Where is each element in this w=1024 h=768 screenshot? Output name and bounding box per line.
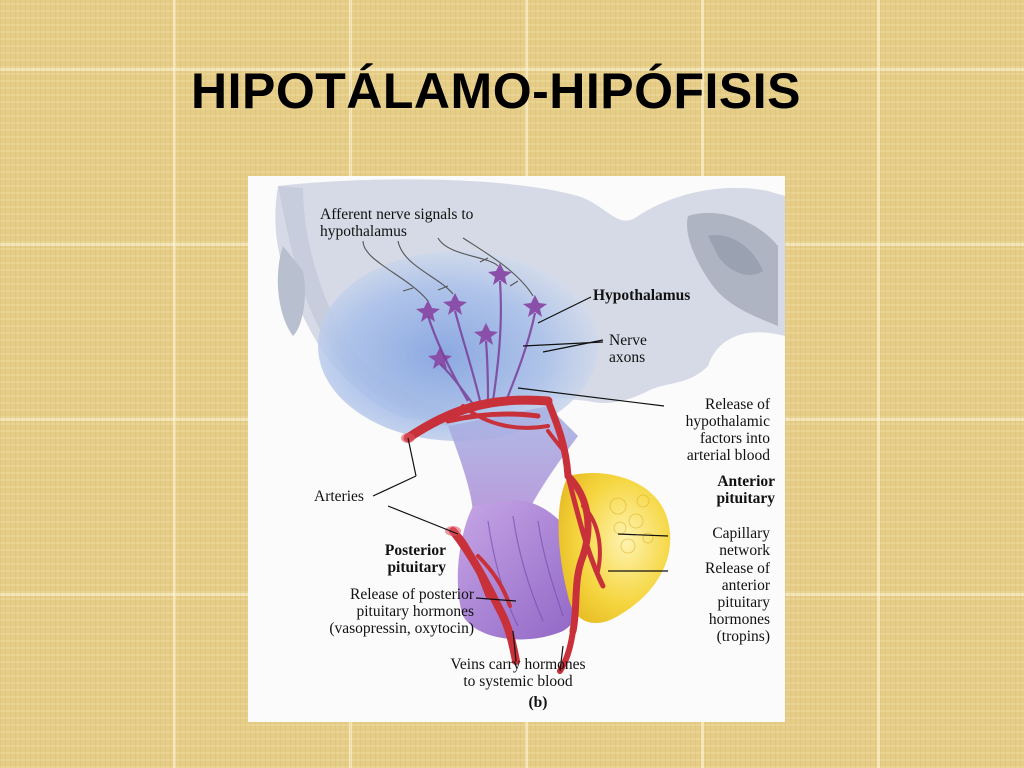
label-afferent-signals: Afferent nerve signals to hypothalamus — [320, 206, 474, 240]
label-arteries: Arteries — [314, 488, 364, 505]
label-capillary-network: Capillary network — [712, 525, 770, 559]
blood-vessels — [403, 395, 606, 674]
hypothalamus-pituitary-diagram: Afferent nerve signals to hypothalamus H… — [248, 176, 785, 722]
diagram-illustration — [275, 179, 785, 674]
label-release-posterior: Release of posterior pituitary hormones … — [329, 586, 474, 637]
pituitary-stalk — [448, 406, 578, 536]
label-veins: Veins carry hormones to systemic blood — [450, 656, 586, 690]
afferent-nerve-fibers — [362, 237, 534, 302]
label-posterior-pituitary: Posterior pituitary — [384, 542, 446, 576]
label-release-anterior: Release of anterior pituitary hormones (… — [705, 560, 770, 645]
label-release-hypothalamic: Release of hypothalamic factors into art… — [685, 396, 770, 464]
leader-lines — [372, 296, 669, 672]
nerve-axons — [426, 280, 537, 405]
label-panel-b: (b) — [528, 694, 548, 711]
hypothalamic-neurons — [416, 263, 547, 369]
hypothalamus-region — [318, 251, 598, 441]
label-anterior-pituitary: Anterior pituitary — [716, 473, 775, 507]
slide-title: HIPOTÁLAMO-HIPÓFISIS — [191, 63, 801, 119]
label-hypothalamus: Hypothalamus — [593, 287, 691, 304]
label-nerve-axons: Nerve axons — [609, 332, 647, 366]
